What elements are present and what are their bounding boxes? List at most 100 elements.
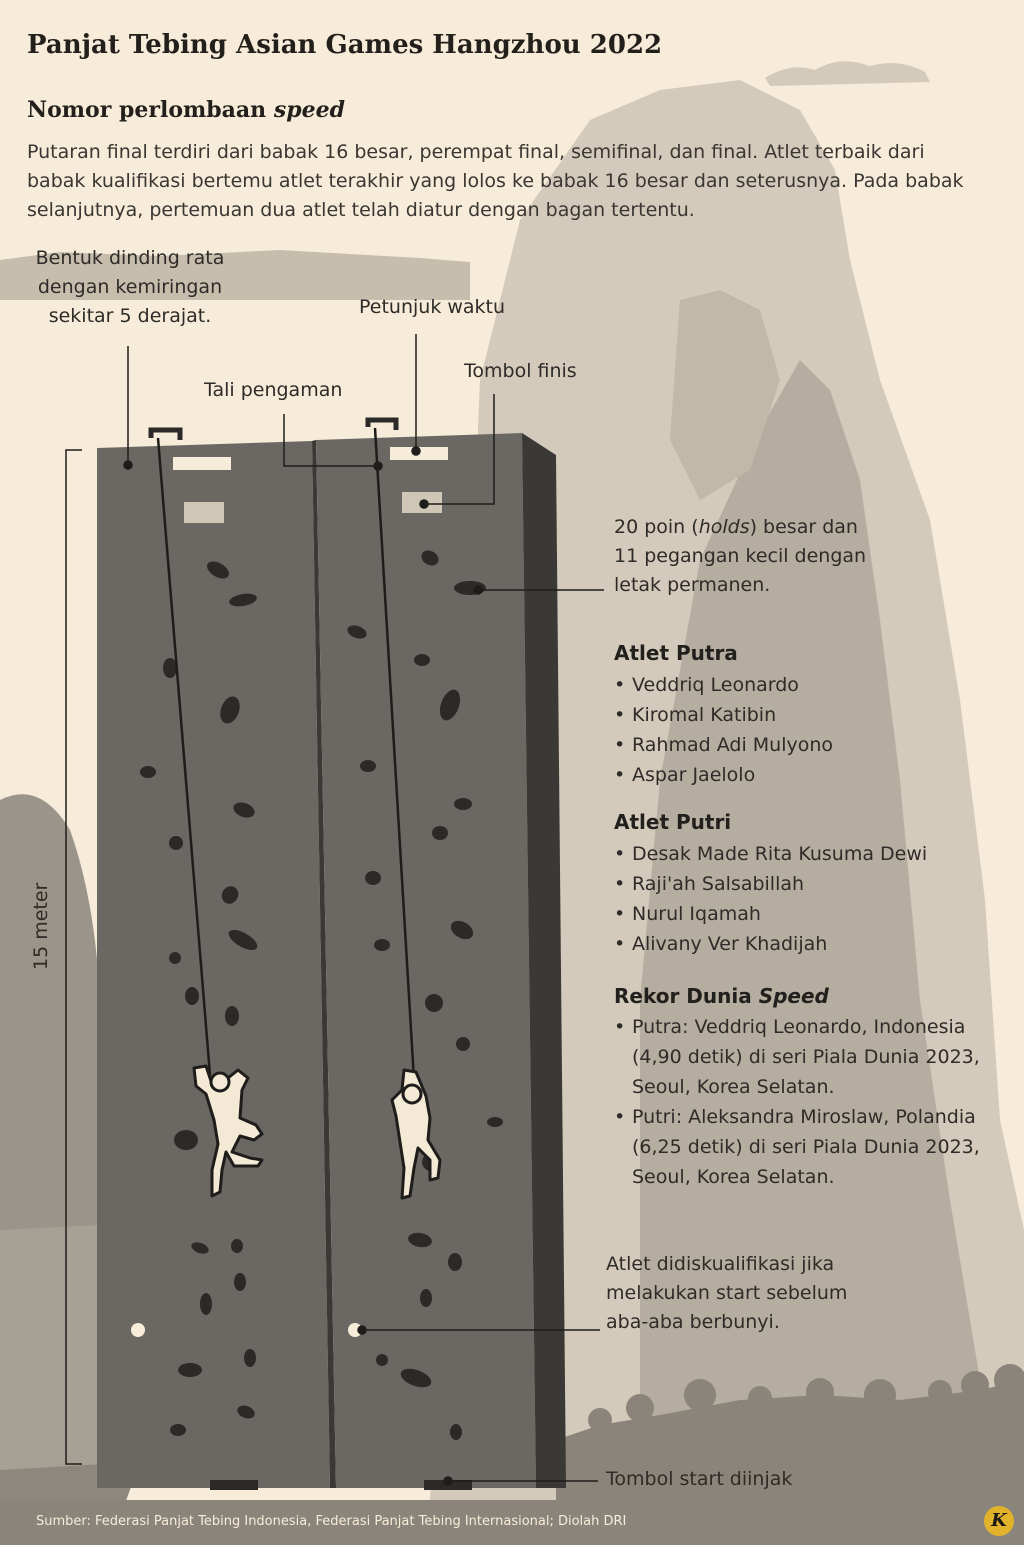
climber-left xyxy=(192,1064,264,1198)
list-item: Raji'ah Salsabillah xyxy=(614,869,927,899)
publisher-logo: K xyxy=(984,1506,1014,1536)
list-item: Putra: Veddriq Leonardo, Indonesia (4,90… xyxy=(614,1012,994,1102)
holds-callout: 20 poin (holds) besar dan 11 pegangan ke… xyxy=(614,513,866,600)
wall-side xyxy=(522,433,566,1488)
wall-lane-right-face xyxy=(316,433,536,1488)
climbing-hold xyxy=(140,766,156,778)
list-item: Nurul Iqamah xyxy=(614,899,927,929)
climbing-hold xyxy=(432,826,448,840)
climbing-hold xyxy=(225,1006,239,1026)
list-item: Alivany Ver Khadijah xyxy=(614,929,927,959)
source-note: Sumber: Federasi Panjat Tebing Indonesia… xyxy=(36,1514,627,1529)
climbing-hold xyxy=(207,561,229,579)
list-item: Aspar Jaelolo xyxy=(614,760,833,790)
timer-callout: Petunjuk waktu xyxy=(359,296,506,318)
climbing-hold xyxy=(169,952,181,964)
climbing-hold xyxy=(360,760,376,772)
list-item: Desak Made Rita Kusuma Dewi xyxy=(614,839,927,869)
start-button-callout: Tombol start diinjak xyxy=(606,1468,793,1490)
safety-rope-callout: Tali pengaman xyxy=(204,379,343,401)
men-athletes-list: Veddriq Leonardo Kiromal Katibin Rahmad … xyxy=(614,670,833,790)
climbing-hold xyxy=(439,689,461,721)
rope-anchor-right xyxy=(365,417,399,430)
safety-rope-right xyxy=(373,427,416,1081)
climbing-hold xyxy=(163,658,177,678)
leader-safety-rope xyxy=(283,414,378,467)
climbing-hold xyxy=(454,798,472,810)
leader-finish-button xyxy=(424,394,495,505)
world-record-heading: Rekor Dunia Speed xyxy=(614,984,829,1008)
background-cloud xyxy=(765,61,930,86)
start-pad-left xyxy=(210,1480,258,1490)
page-subtitle: Nomor perlombaan speed xyxy=(27,97,345,123)
foreground-shrubs xyxy=(588,1364,1024,1432)
climbing-hold xyxy=(220,696,240,724)
rock-formations xyxy=(0,61,1024,1545)
source-band xyxy=(0,1500,1024,1545)
finish-button-left xyxy=(184,502,224,523)
timer-display-left xyxy=(173,457,231,470)
women-athletes-heading: Atlet Putri xyxy=(614,810,732,834)
background-rock-ridge xyxy=(0,250,470,300)
page-title: Panjat Tebing Asian Games Hangzhou 2022 xyxy=(27,30,663,60)
climbing-hold xyxy=(229,593,257,607)
start-sensor-left xyxy=(131,1323,145,1337)
height-label: 15 meter xyxy=(30,882,52,970)
world-record-list: Putra: Veddriq Leonardo, Indonesia (4,90… xyxy=(614,1012,994,1192)
rock-overhang xyxy=(670,290,780,500)
climbing-hold xyxy=(170,1424,186,1436)
climbing-hold xyxy=(421,550,439,566)
wall-shape-callout: Bentuk dinding rata dengan kemiringan se… xyxy=(35,247,225,327)
men-athletes-heading: Atlet Putra xyxy=(614,641,738,665)
safety-rope-left xyxy=(156,437,212,1076)
climbing-hold xyxy=(347,625,367,639)
wall-lane-left-face xyxy=(97,441,330,1488)
climbing-hold xyxy=(191,1242,209,1254)
climbing-hold xyxy=(425,994,443,1012)
left-rock xyxy=(0,794,110,1230)
climbing-hold xyxy=(233,802,255,818)
climbing-hold xyxy=(228,929,258,951)
climbing-hold xyxy=(374,939,390,951)
climbing-wall xyxy=(97,417,566,1490)
climbing-hold xyxy=(414,654,430,666)
wall-lane-gap xyxy=(312,440,336,1488)
finish-button-callout: Tombol finis xyxy=(464,360,577,382)
climbing-hold xyxy=(365,871,381,885)
list-item: Veddriq Leonardo xyxy=(614,670,833,700)
climbing-hold xyxy=(178,1363,202,1377)
climbing-hold xyxy=(237,1405,255,1419)
climbing-hold xyxy=(448,1253,462,1271)
climbing-hold xyxy=(420,1289,432,1307)
list-item: Kiromal Katibin xyxy=(614,700,833,730)
climbing-hold xyxy=(450,920,474,940)
start-sensor-right xyxy=(348,1323,362,1337)
climbing-hold xyxy=(169,836,183,850)
holds-callout-line-1: 20 poin (holds) besar dan xyxy=(614,516,858,538)
height-bracket xyxy=(65,449,82,1465)
climbing-hold xyxy=(185,987,199,1005)
climbing-hold xyxy=(376,1354,388,1366)
climbing-hold xyxy=(244,1349,256,1367)
intro-text: Putaran final terdiri dari babak 16 besa… xyxy=(27,141,964,221)
climbing-holds xyxy=(140,550,503,1440)
climbing-hold xyxy=(400,1368,432,1388)
list-item: Rahmad Adi Mulyono xyxy=(614,730,833,760)
climbing-hold xyxy=(450,1424,462,1440)
climbing-hold xyxy=(174,1130,198,1150)
women-athletes-list: Desak Made Rita Kusuma Dewi Raji'ah Sals… xyxy=(614,839,927,959)
list-item: Putri: Aleksandra Miroslaw, Polandia (6,… xyxy=(614,1102,994,1192)
climbing-hold xyxy=(221,886,239,904)
climber-right xyxy=(390,1068,442,1200)
false-start-callout: Atlet didiskualifikasi jika melakukan st… xyxy=(606,1253,848,1333)
climbing-hold xyxy=(200,1293,212,1315)
climbing-hold xyxy=(234,1273,246,1291)
climbing-hold xyxy=(487,1117,503,1127)
rope-anchor-left xyxy=(148,427,183,440)
climbing-hold xyxy=(456,1037,470,1051)
climbing-hold xyxy=(408,1232,432,1248)
leader-lines xyxy=(65,334,604,1486)
climbing-hold xyxy=(231,1239,243,1253)
